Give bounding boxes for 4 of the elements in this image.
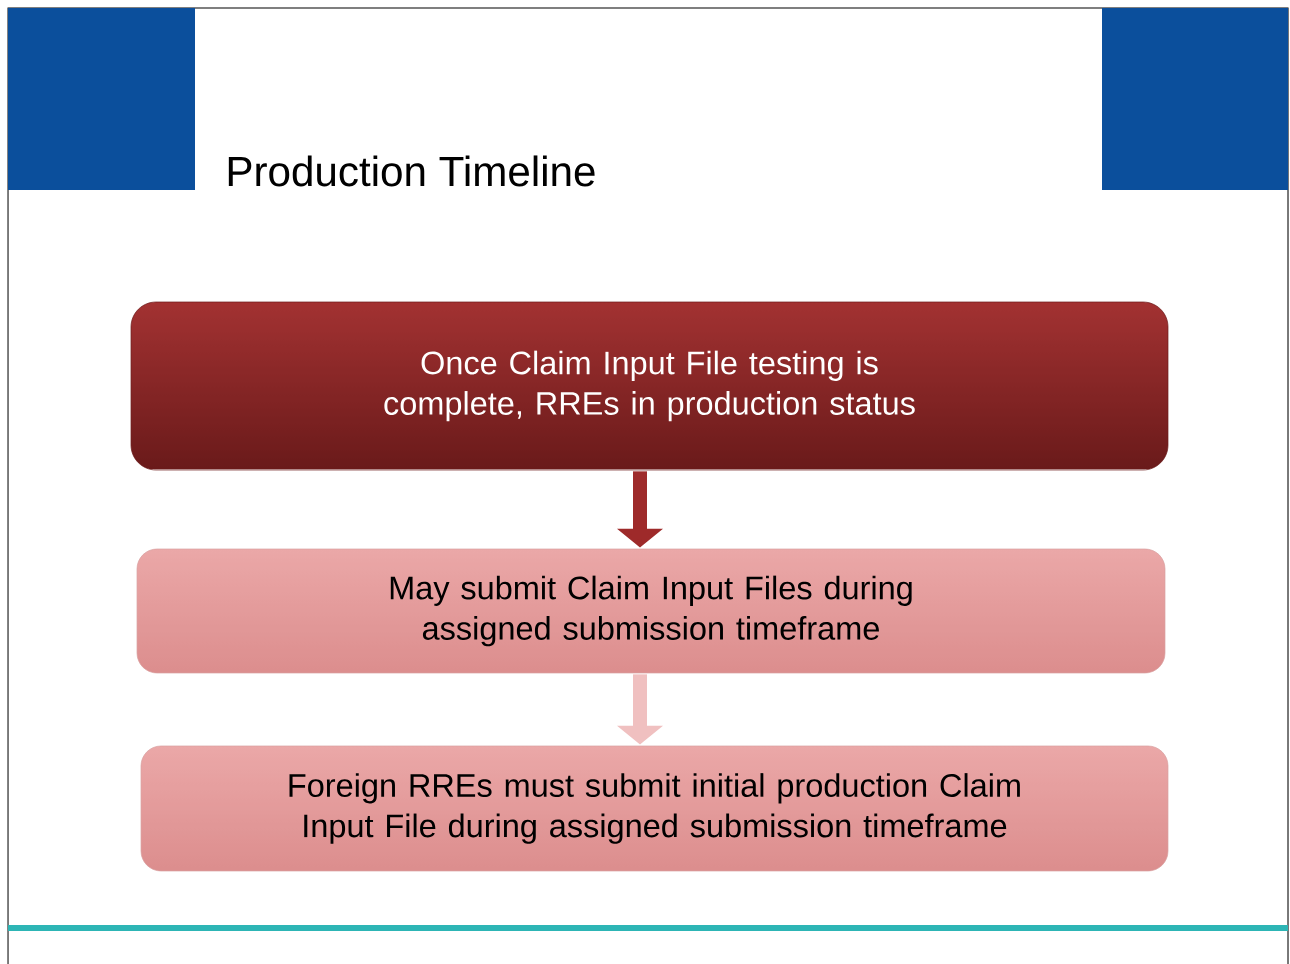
process-box: May submit Claim Input Files during assigned submission timeframe bbox=[136, 548, 1166, 674]
slide-title: Production Timeline bbox=[228, 155, 595, 187]
process-box: Once Claim Input File testing is complete, RREs in production status bbox=[130, 301, 1169, 471]
process-box: Foreign RREs must submit initial production Claim Input File during assigned submission timeframe bbox=[140, 745, 1169, 872]
